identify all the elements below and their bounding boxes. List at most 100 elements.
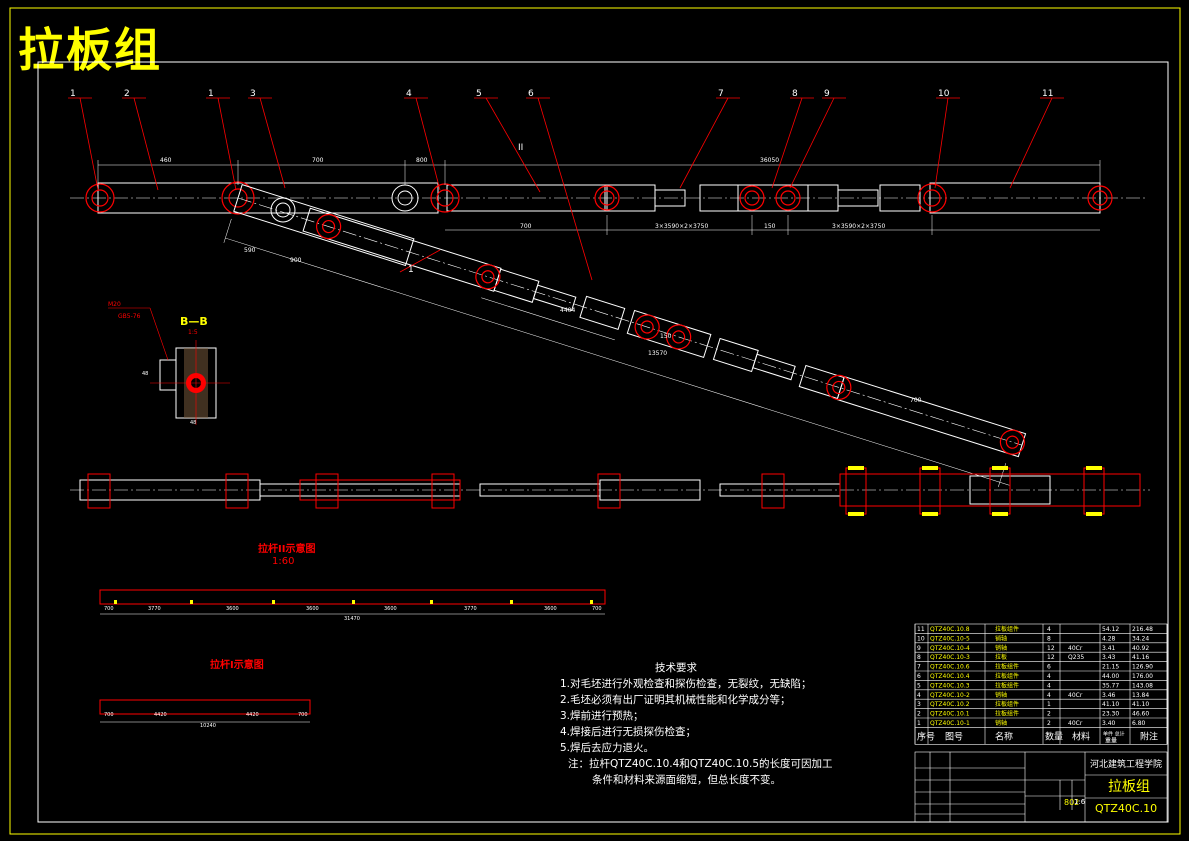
- dim-700b: 700: [520, 223, 532, 230]
- schem-I-d2: 4420: [246, 712, 259, 718]
- bom-cell: 8: [1047, 635, 1051, 642]
- top-assembly-view: 1 2 1 3 4 5 6 7 8 9 10 11 II 460 700 800…: [68, 89, 1145, 281]
- schem-II-d6: 3600: [544, 606, 557, 612]
- bom-cell: 3.43: [1102, 654, 1116, 661]
- section-bb: B—B 1:5 M20 GB5-76 48 48: [108, 301, 230, 426]
- diag-dim-590: 590: [244, 247, 256, 254]
- bom-header-cell: 名称: [995, 730, 1013, 742]
- bom-cell: QTZ40C.10-5: [930, 635, 970, 642]
- bom-header-cell: 材料: [1072, 730, 1090, 742]
- bom-cell: 拉板组件: [995, 710, 1019, 718]
- schematic-II-scale: 1:60: [272, 556, 294, 567]
- dim-total: 36050: [760, 157, 779, 164]
- bom-cell: 12: [1047, 645, 1055, 652]
- bom-cell: 4: [1047, 673, 1051, 680]
- schematic-II-title: 拉杆II示意图: [258, 542, 315, 555]
- bom-header-cell: 单件 总计: [1103, 730, 1125, 737]
- bom-cell: 2: [917, 711, 921, 718]
- balloon-9: 9: [824, 89, 830, 99]
- lower-balloon: 1: [408, 265, 414, 275]
- tb-weight: 802: [1064, 798, 1080, 807]
- schem-II-d7: 700: [592, 606, 602, 612]
- tb-code: QTZ40C.10: [1095, 802, 1158, 815]
- schem-I-d1: 4420: [154, 712, 167, 718]
- bom-header-cell: 重量: [1105, 736, 1117, 744]
- schem-II-d5: 3770: [464, 606, 477, 612]
- side-elevation: [70, 466, 1150, 516]
- bom-cell: 40Cr: [1068, 645, 1083, 652]
- bom-cell: 拉板组件: [995, 681, 1019, 689]
- bom-cell: 46.60: [1132, 711, 1149, 718]
- bom-cell: 2: [1047, 720, 1051, 727]
- diag-dim-13570: 13570: [648, 350, 667, 357]
- bom-cell: 8: [917, 654, 921, 661]
- diag-dim-4404: 4404: [560, 307, 575, 314]
- bom-cell: 4: [917, 692, 921, 699]
- bom-cell: 3: [917, 701, 921, 708]
- tb-school: 河北建筑工程学院: [1090, 760, 1163, 770]
- diag-dim-700: 700: [910, 397, 922, 404]
- balloon-4: 4: [406, 89, 412, 99]
- diag-dim-150: 150: [660, 333, 672, 340]
- balloon-1a: 1: [70, 89, 76, 99]
- diag-dim-900: 900: [290, 257, 302, 264]
- bom-cell: 4: [1047, 692, 1051, 699]
- tech-line-2: 2.毛坯必须有出厂证明其机械性能和化学成分等；: [560, 694, 791, 706]
- bom-cell: 35.77: [1102, 682, 1119, 689]
- roman-label: II: [518, 143, 523, 153]
- bom-cell: 7: [917, 664, 921, 671]
- bom-cell: 1: [917, 720, 921, 727]
- balloon-3: 3: [250, 89, 256, 99]
- balloon-2: 2: [124, 89, 130, 99]
- bom-cell: 40Cr: [1068, 692, 1083, 699]
- balloon-10: 10: [938, 89, 950, 99]
- balloon-7: 7: [718, 89, 724, 99]
- bom-cell: QTZ40C.10-2: [930, 692, 970, 699]
- balloon-11: 11: [1042, 89, 1053, 99]
- bom-cell: QTZ40C.10.1: [930, 711, 970, 718]
- bom-cell: 销轴: [995, 634, 1007, 642]
- schematic-II: 拉杆II示意图 1:60 700 3770 3600 3600 3600 377…: [99, 542, 606, 622]
- balloon-1b: 1: [208, 89, 214, 99]
- schem-II-d1: 3770: [148, 606, 161, 612]
- schem-I-total: 10240: [200, 723, 216, 729]
- inner-border: [37, 61, 1169, 823]
- bom-cell: 3.41: [1102, 645, 1116, 652]
- bom-cell: 销轴: [995, 691, 1007, 699]
- bom-cell: QTZ40C.10.6: [930, 664, 970, 671]
- dim-seg2: 3×3590×2×3750: [832, 223, 885, 230]
- schem-II-d0: 700: [104, 606, 114, 612]
- tech-heading: 技术要求: [655, 662, 697, 674]
- outer-border: [9, 7, 1181, 835]
- section-scale: 1:5: [188, 329, 198, 336]
- title-block: [914, 751, 1168, 823]
- bom-cell: 4.28: [1102, 635, 1116, 642]
- schematic-I-title: 拉杆I示意图: [210, 658, 264, 671]
- bom-cell: QTZ40C.10.4: [930, 673, 970, 680]
- bom-cell: 23.30: [1102, 711, 1119, 718]
- bom-cell: Q235: [1068, 654, 1084, 661]
- bom-cell: 21.15: [1102, 664, 1119, 671]
- dim-460: 460: [160, 157, 172, 164]
- bom-cell: 拉板组件: [995, 663, 1019, 671]
- bom-cell: 176.00: [1132, 673, 1153, 680]
- bom-cell: QTZ40C.10-1: [930, 720, 970, 727]
- technical-requirements: 技术要求 1.对毛坯进行外观检查和探伤检查，无裂纹，无缺陷； 2.毛坯必须有出厂…: [560, 660, 833, 788]
- dim-seg1: 3×3590×2×3750: [655, 223, 708, 230]
- schem-II-d2: 3600: [226, 606, 239, 612]
- section-dim-2: 48: [190, 420, 196, 426]
- bom-table: [914, 623, 1168, 745]
- bom-cell: 41.10: [1102, 701, 1119, 708]
- balloon-5: 5: [476, 89, 482, 99]
- bom-cell: 34.24: [1132, 635, 1149, 642]
- bom-cell: 12: [1047, 654, 1055, 661]
- bom-cell: 6: [1047, 664, 1051, 671]
- bom-cell: 41.10: [1132, 701, 1149, 708]
- dim-800: 800: [416, 157, 428, 164]
- bom-cell: 4: [1047, 682, 1051, 689]
- bom-header-cell: 序号: [917, 730, 935, 742]
- dim-150: 150: [764, 223, 776, 230]
- bom-cell: 拉板组件: [995, 672, 1019, 680]
- tech-line-4: 4.焊接后进行无损探伤检查；: [560, 726, 697, 738]
